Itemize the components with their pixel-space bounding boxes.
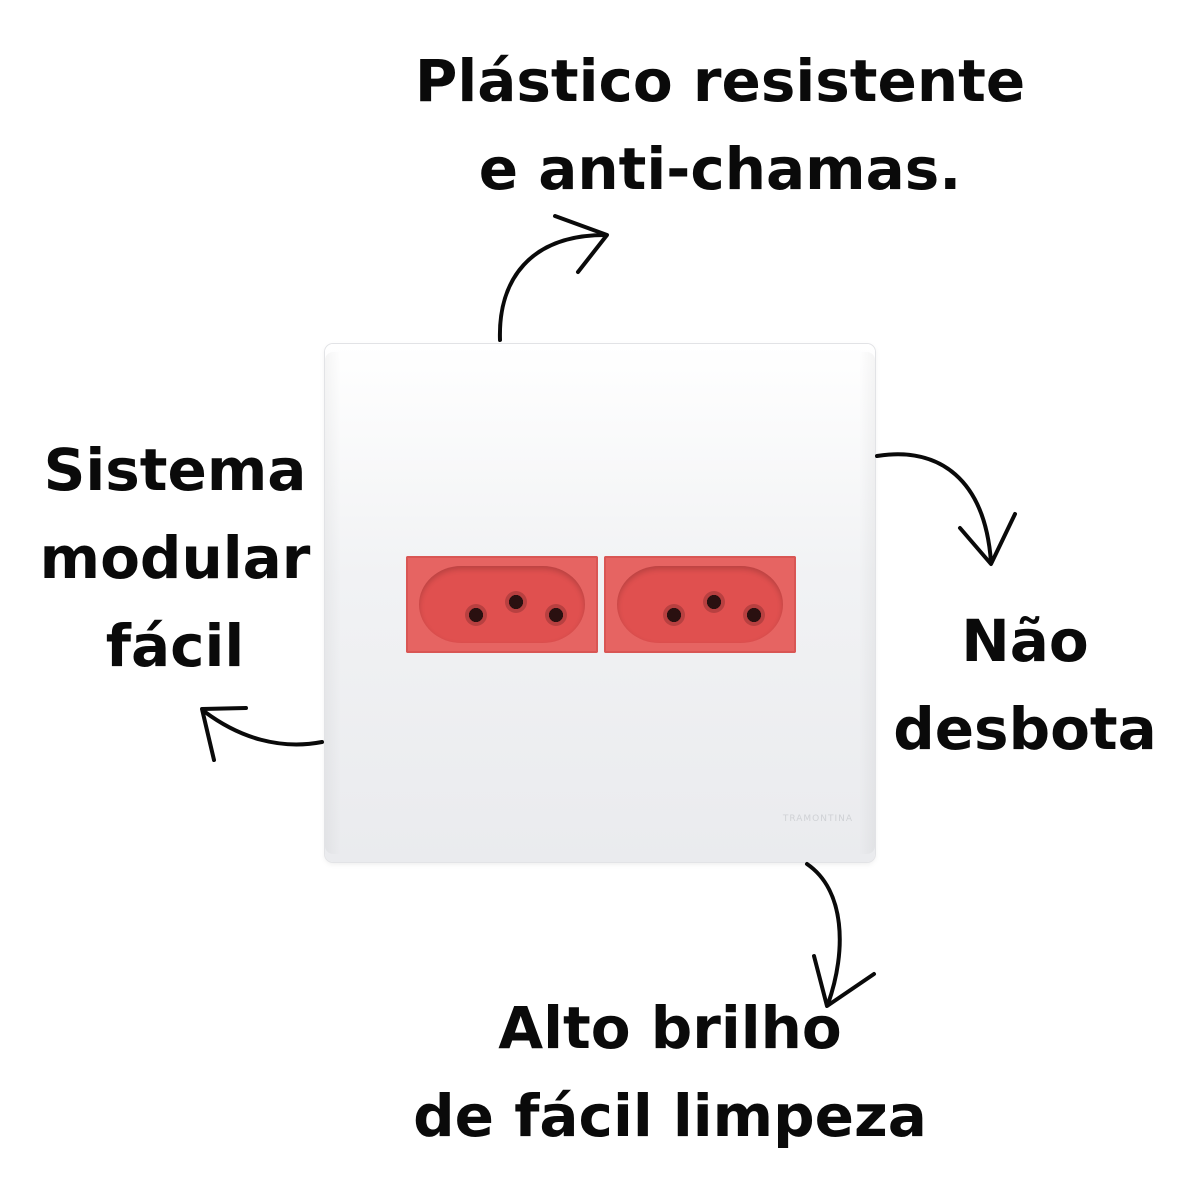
- callout-right-line1: Não: [961, 607, 1089, 675]
- callout-left: Sistema modular fácil: [20, 426, 330, 690]
- socket-hole: [545, 604, 567, 626]
- callout-right-line2: desbota: [893, 695, 1157, 763]
- callout-top: Plástico resistente e anti-chamas.: [380, 37, 1060, 213]
- socket-face: [617, 566, 783, 643]
- socket-hole: [703, 591, 725, 613]
- outlet-plate: TRAMONTINA: [325, 344, 875, 862]
- brand-logo: TRAMONTINA: [782, 814, 853, 824]
- callout-top-line2: e anti-chamas.: [478, 135, 962, 203]
- callout-bottom-line2: de fácil limpeza: [413, 1082, 927, 1150]
- curved-arrow-icon: [805, 862, 876, 1008]
- callout-bottom-line1: Alto brilho: [498, 994, 842, 1062]
- callout-left-line1: Sistema: [43, 436, 307, 504]
- socket-hole: [505, 591, 527, 613]
- socket-hole: [663, 604, 685, 626]
- socket-hole: [743, 604, 765, 626]
- curved-arrow-icon: [497, 214, 609, 342]
- plate-edge-left: [325, 352, 341, 854]
- callout-left-line3: fácil: [105, 612, 245, 680]
- socket-hole: [465, 604, 487, 626]
- callout-left-line2: modular: [39, 524, 311, 592]
- socket-face: [419, 566, 585, 643]
- callout-top-line1: Plástico resistente: [414, 47, 1026, 115]
- curved-arrow-icon: [875, 452, 1017, 566]
- callout-right: Não desbota: [885, 597, 1165, 773]
- socket-module-left: [406, 556, 598, 653]
- socket-module-right: [604, 556, 796, 653]
- callout-bottom: Alto brilho de fácil limpeza: [380, 984, 960, 1160]
- curved-arrow-icon: [200, 706, 324, 762]
